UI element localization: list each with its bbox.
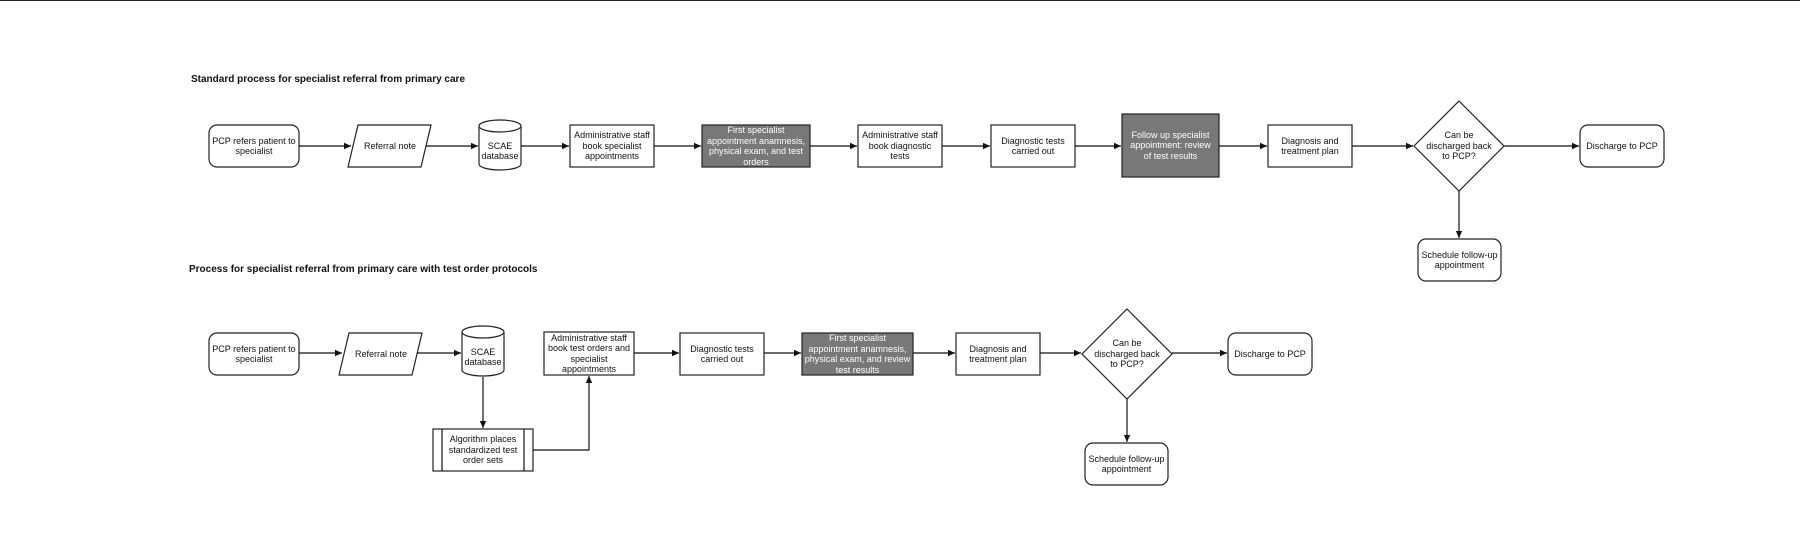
- diagram2-title: Process for specialist referral from pri…: [189, 264, 538, 275]
- d2-admin-book-shape: [543, 331, 635, 376]
- d2-tests-carried-shape: [679, 332, 765, 376]
- d1-followup-appt-shape: [1121, 113, 1220, 178]
- d1-admin-book-tests-shape: [857, 124, 943, 168]
- d2-algorithm-shape: [432, 428, 534, 472]
- top-border: [0, 0, 1800, 1]
- d2-referral-note-shape: [338, 332, 423, 376]
- d1-scae-db-shape: [478, 119, 522, 171]
- d1-diagnosis-shape: [1267, 124, 1353, 168]
- d1-decision-label: Can be discharged back to PCP?: [1426, 130, 1492, 162]
- d1-first-appt-label: First specialist appointment anamnesis, …: [706, 125, 806, 167]
- d2-pcp-refers-label: PCP refers patient to specialist: [212, 343, 296, 365]
- d1-admin-book-tests-label: Administrative staff book diagnostic tes…: [862, 130, 938, 162]
- d2-diagnosis-shape: [955, 332, 1041, 376]
- d2-admin-book-label: Administrative staff book test orders an…: [547, 332, 631, 375]
- d2-discharge-shape: [1227, 332, 1313, 376]
- d1-referral-note-shape: [347, 124, 432, 168]
- d1-referral-note-label: Referral note: [363, 140, 417, 151]
- d1-followup-appt-label: Follow up specialist appointment: review…: [1130, 129, 1211, 161]
- d2-discharge-label: Discharge to PCP: [1234, 348, 1306, 359]
- d1-first-appt-shape: [701, 124, 811, 168]
- d2-schedule-label: Schedule follow-up appointment: [1088, 453, 1165, 475]
- d2-algorithm-label: Algorithm places standardized test order…: [448, 434, 518, 466]
- d1-scae-db-label: SCAE database: [481, 140, 519, 162]
- d1-schedule-label: Schedule follow-up appointment: [1421, 249, 1498, 271]
- d2-first-appt-label: First specialist appointment anamnesis, …: [804, 333, 911, 375]
- d2-tests-carried-label: Diagnostic tests carried out: [690, 343, 754, 365]
- d1-discharge-shape: [1579, 124, 1665, 168]
- d1-pcp-refers-label: PCP refers patient to specialist: [212, 135, 296, 157]
- d2-scae-db-label: SCAE database: [464, 346, 502, 368]
- d2-scae-db-shape: [461, 325, 505, 377]
- diagram1-title: Standard process for specialist referral…: [191, 74, 466, 85]
- d2-pcp-refers-shape: [208, 332, 300, 376]
- d2-edge-4: [533, 376, 593, 451]
- d1-tests-carried-label: Diagnostic tests carried out: [1001, 135, 1065, 157]
- d2-first-appt-shape: [801, 332, 914, 376]
- d1-diagnosis-label: Diagnosis and treatment plan: [1281, 135, 1339, 157]
- d1-schedule-shape: [1417, 238, 1502, 282]
- d2-referral-note-label: Referral note: [354, 348, 408, 359]
- d1-tests-carried-shape: [990, 124, 1076, 168]
- d2-decision-label: Can be discharged back to PCP?: [1094, 338, 1160, 370]
- d1-admin-book-appt-label: Administrative staff book specialist app…: [574, 130, 650, 162]
- d2-schedule-shape: [1084, 442, 1169, 486]
- d2-diagnosis-label: Diagnosis and treatment plan: [969, 343, 1027, 365]
- d1-discharge-label: Discharge to PCP: [1586, 140, 1658, 151]
- d1-admin-book-appt-shape: [569, 124, 655, 168]
